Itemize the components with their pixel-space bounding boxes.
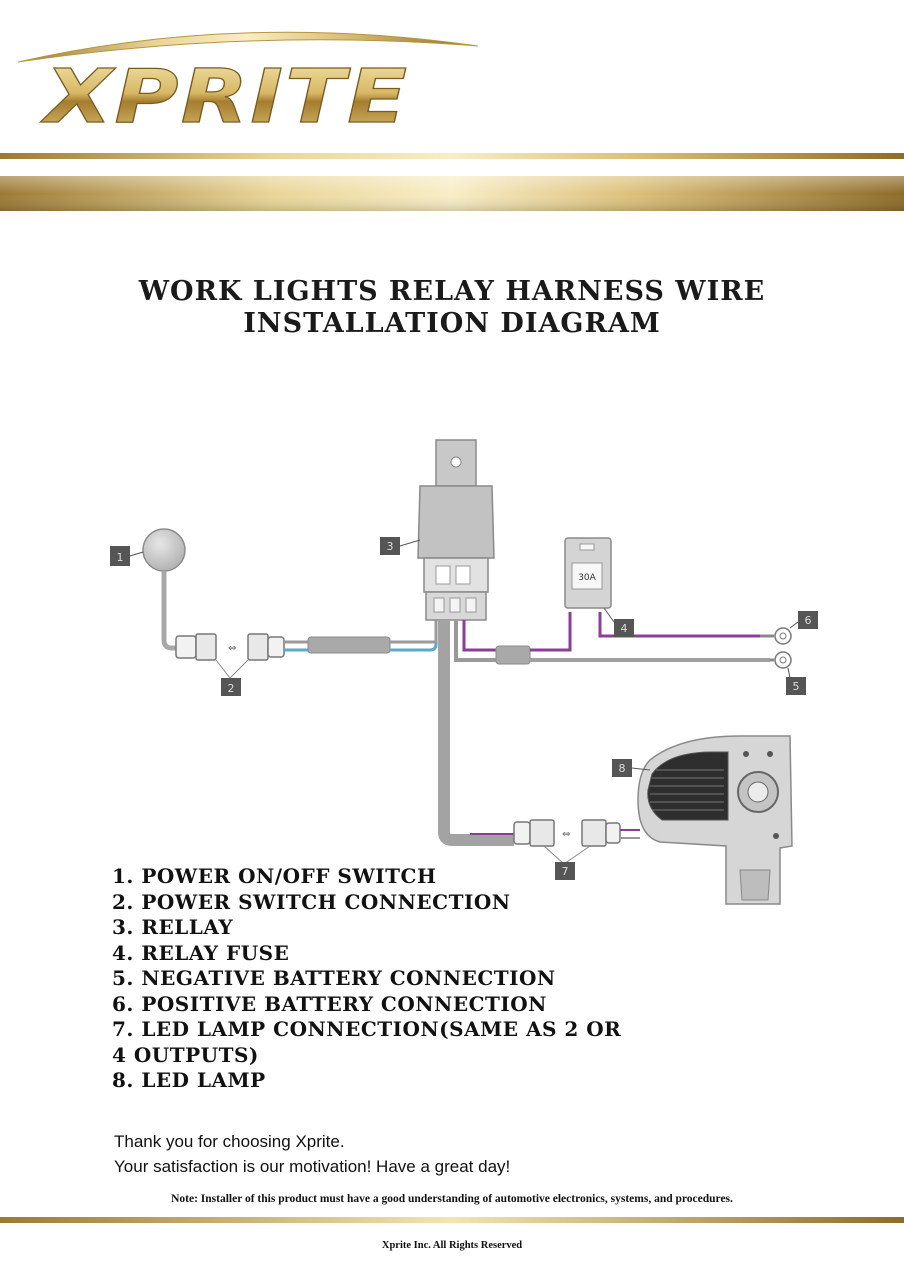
legend-item: 1. POWER ON/OFF SWITCH — [112, 864, 437, 888]
legend-item: 4 OUTPUTS) — [112, 1042, 259, 1067]
svg-text:4: 4 — [621, 622, 628, 635]
svg-text:2: 2 — [228, 682, 235, 695]
logo-text: XPRITE — [39, 54, 409, 140]
page-title-line1: WORK LIGHTS RELAY HARNESS WIRE — [138, 276, 766, 307]
lamp-connector: ⇔ — [470, 819, 640, 865]
svg-text:⇔: ⇔ — [228, 643, 236, 654]
power-switch — [142, 528, 186, 651]
svg-text:⇔: ⇔ — [562, 829, 570, 840]
page-title-line2: INSTALLATION DIAGRAM — [243, 308, 661, 339]
callout-6: 6 — [789, 611, 818, 629]
thank-you-line2: Your satisfaction is our motivation! Hav… — [114, 1157, 511, 1176]
legend-item: 4. RELAY FUSE — [112, 940, 290, 965]
gold-divider-thin — [0, 153, 904, 159]
switch-connector: ⇔ — [175, 633, 308, 679]
wiring-diagram: ⇔ 30A — [110, 439, 818, 905]
legend-item: 3. RELLAY — [112, 915, 234, 939]
svg-text:1: 1 — [117, 551, 124, 564]
svg-text:5: 5 — [793, 680, 800, 693]
relay-fuse: 30A — [564, 537, 612, 609]
brand-header: XPRITE — [0, 31, 904, 211]
legend-item: 7. LED LAMP CONNECTION(SAME AS 2 OR — [112, 1017, 622, 1041]
legend-item: 5. NEGATIVE BATTERY CONNECTION — [112, 966, 556, 990]
callout-8: 8 — [612, 759, 651, 777]
legend-item: 2. POWER SWITCH CONNECTION — [112, 889, 511, 914]
thank-you-line1: Thank you for choosing Xprite. — [114, 1132, 345, 1151]
led-lamp — [637, 735, 793, 905]
logo-swoosh — [17, 31, 479, 63]
svg-text:3: 3 — [387, 540, 394, 553]
svg-text:8: 8 — [619, 762, 626, 775]
fuse-rating: 30A — [578, 573, 596, 583]
copyright-footer: Xprite Inc. All Rights Reserved — [381, 1240, 523, 1251]
callout-5: 5 — [786, 667, 806, 695]
callout-4: 4 — [603, 607, 634, 637]
battery-terminals — [760, 627, 792, 669]
legend-item: 6. POSITIVE BATTERY CONNECTION — [112, 991, 547, 1016]
installer-note: Note: Installer of this product must hav… — [171, 1193, 733, 1205]
callout-1: 1 — [110, 546, 144, 566]
legend-item: 8. LED LAMP — [112, 1068, 266, 1092]
svg-text:7: 7 — [562, 865, 569, 878]
relay — [417, 439, 495, 621]
gold-divider-bottom — [0, 1217, 904, 1223]
callout-7: 7 — [555, 862, 575, 880]
callout-3: 3 — [380, 537, 421, 555]
callout-2a: 2 — [221, 678, 241, 696]
svg-text:6: 6 — [805, 614, 812, 627]
component-legend: 1. POWER ON/OFF SWITCH 2. POWER SWITCH C… — [112, 864, 621, 1094]
